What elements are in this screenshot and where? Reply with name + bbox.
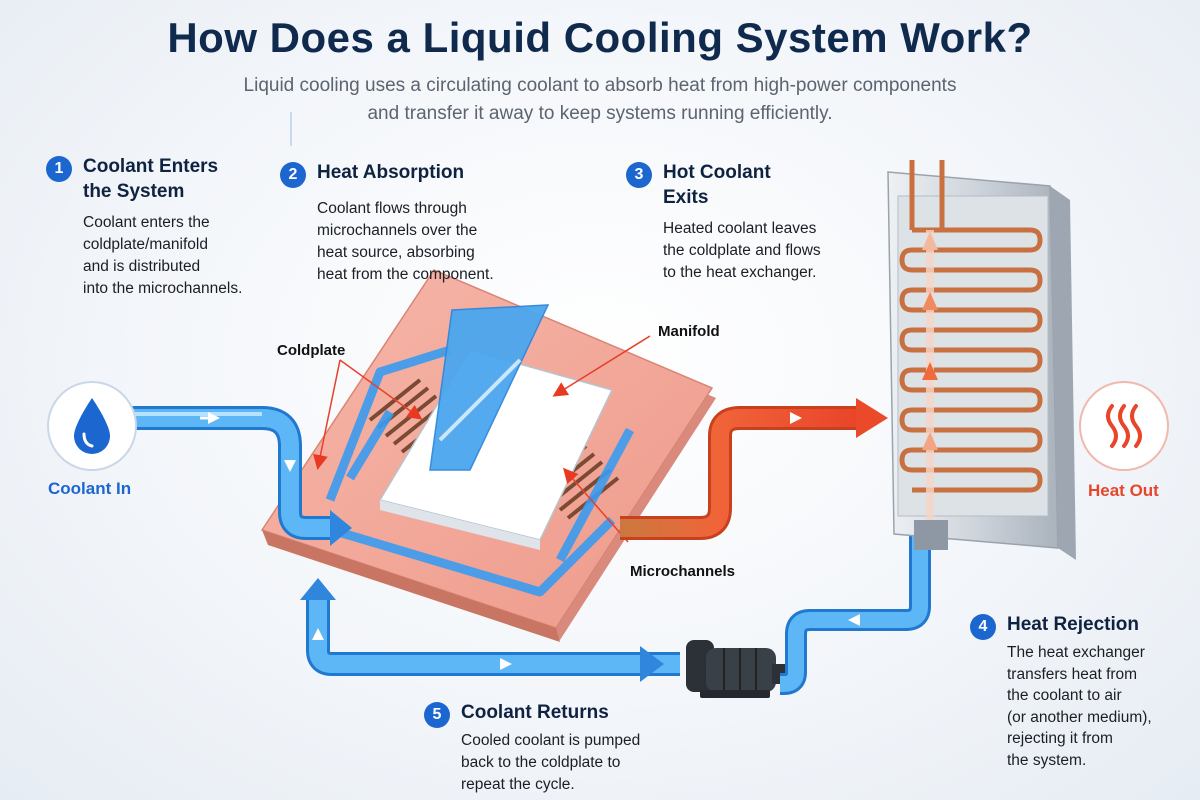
hot-coolant-pipe xyxy=(620,398,888,540)
step-number-badge: 4 xyxy=(970,614,996,640)
manifold xyxy=(378,304,614,550)
step-heading-line-1: Hot Coolant xyxy=(663,162,771,183)
step-number-badge: 5 xyxy=(424,702,450,728)
manifold-pointer xyxy=(552,335,651,397)
step-body-line: and is distributed xyxy=(83,258,201,275)
step-body-line: heat from the component. xyxy=(317,266,494,283)
step-heading: Hot Coolant Exits xyxy=(663,160,771,210)
step-body-line: rejecting it from xyxy=(1007,730,1113,747)
step-2: 2 Heat Absorption Coolant flows through … xyxy=(280,162,540,292)
hx-to-pump-pipe xyxy=(773,530,931,695)
step-body-line: repeat the cycle. xyxy=(461,776,575,793)
step-body: Cooled coolant is pumped back to the col… xyxy=(461,730,640,796)
step-body-line: to the heat exchanger. xyxy=(663,264,817,281)
step-1: 1 Coolant Enters the System Coolant ente… xyxy=(46,156,286,306)
water-drop-icon xyxy=(74,398,110,454)
step-number-badge: 2 xyxy=(280,162,306,188)
step-body-line: the system. xyxy=(1007,751,1087,769)
step-heading: Heat Rejection xyxy=(1007,614,1139,635)
step-body-line: into the microchannels. xyxy=(83,280,243,297)
coldplate-pointer xyxy=(339,359,423,420)
step-number-badge: 1 xyxy=(46,156,72,182)
manifold-label: Manifold xyxy=(658,323,720,340)
heat-exchanger xyxy=(887,160,1076,560)
pump xyxy=(686,640,788,698)
step-body-line: Coolant enters the xyxy=(83,214,210,231)
step-body: Coolant flows through microchannels over… xyxy=(317,198,494,286)
step-5: 5 Coolant Returns Cooled coolant is pump… xyxy=(424,702,684,798)
coldplate-pointer-2 xyxy=(313,359,341,470)
heat-out-badge xyxy=(1079,381,1169,471)
step-body-line: coldplate/manifold xyxy=(83,236,208,253)
step-body-line: back to the coldplate to xyxy=(461,754,621,771)
step-body-line: heat source, absorbing xyxy=(317,244,475,261)
step-body-line: the coldplate and flows xyxy=(663,242,821,259)
step-body-line: the coolant to air xyxy=(1007,687,1122,704)
step-body-line: (or another medium), xyxy=(1007,708,1152,726)
return-pipe xyxy=(300,578,680,682)
coldplate-flow xyxy=(313,345,634,597)
heat-out-label: Heat Out xyxy=(1088,481,1159,500)
subtitle-line-1: Liquid cooling uses a circulating coolan… xyxy=(243,75,957,96)
step-heading-line-2: Exits xyxy=(663,187,709,208)
step-body-line: Coolant flows through xyxy=(317,200,467,217)
step-body-line: The heat exchanger xyxy=(1007,644,1145,661)
step-body-line: Heated coolant leaves xyxy=(663,220,817,237)
microchannels-label: Microchannels xyxy=(630,563,736,580)
heat-waves-icon xyxy=(1106,404,1142,448)
microchannels-pointer xyxy=(563,467,629,543)
subtitle-line-2: and transfer it away to keep systems run… xyxy=(367,103,833,124)
step-heading: Coolant Enters the System xyxy=(83,154,218,204)
step-body: Coolant enters the coldplate/manifold an… xyxy=(83,212,242,300)
coolant-in-label: Coolant In xyxy=(48,479,132,498)
subtitle: Liquid cooling uses a circulating coolan… xyxy=(150,72,1050,128)
step-heading-line-1: Coolant Enters xyxy=(83,156,219,177)
step-number-badge: 3 xyxy=(626,162,652,188)
step-body: Heated coolant leaves the coldplate and … xyxy=(663,218,821,284)
step-heading: Heat Absorption xyxy=(317,162,465,183)
page-title: How Does a Liquid Cooling System Work? xyxy=(167,14,1033,61)
coldplate-label: Coldplate xyxy=(277,342,346,359)
coolant-in-badge xyxy=(47,381,137,471)
step-heading: Coolant Returns xyxy=(461,702,609,723)
step-4: 4 Heat Rejection The heat exchanger tran… xyxy=(970,614,1190,784)
coolant-in-pipe xyxy=(112,406,352,546)
step-body-line: microchannels over the xyxy=(317,222,478,239)
step-body-line: Cooled coolant is pumped xyxy=(461,732,641,749)
step-heading-line-2: the System xyxy=(83,181,185,202)
step-body: The heat exchanger transfers heat from t… xyxy=(1007,642,1152,771)
step-body-line: transfers heat from xyxy=(1007,665,1138,683)
step-3: 3 Hot Coolant Exits Heated coolant leave… xyxy=(626,162,866,292)
